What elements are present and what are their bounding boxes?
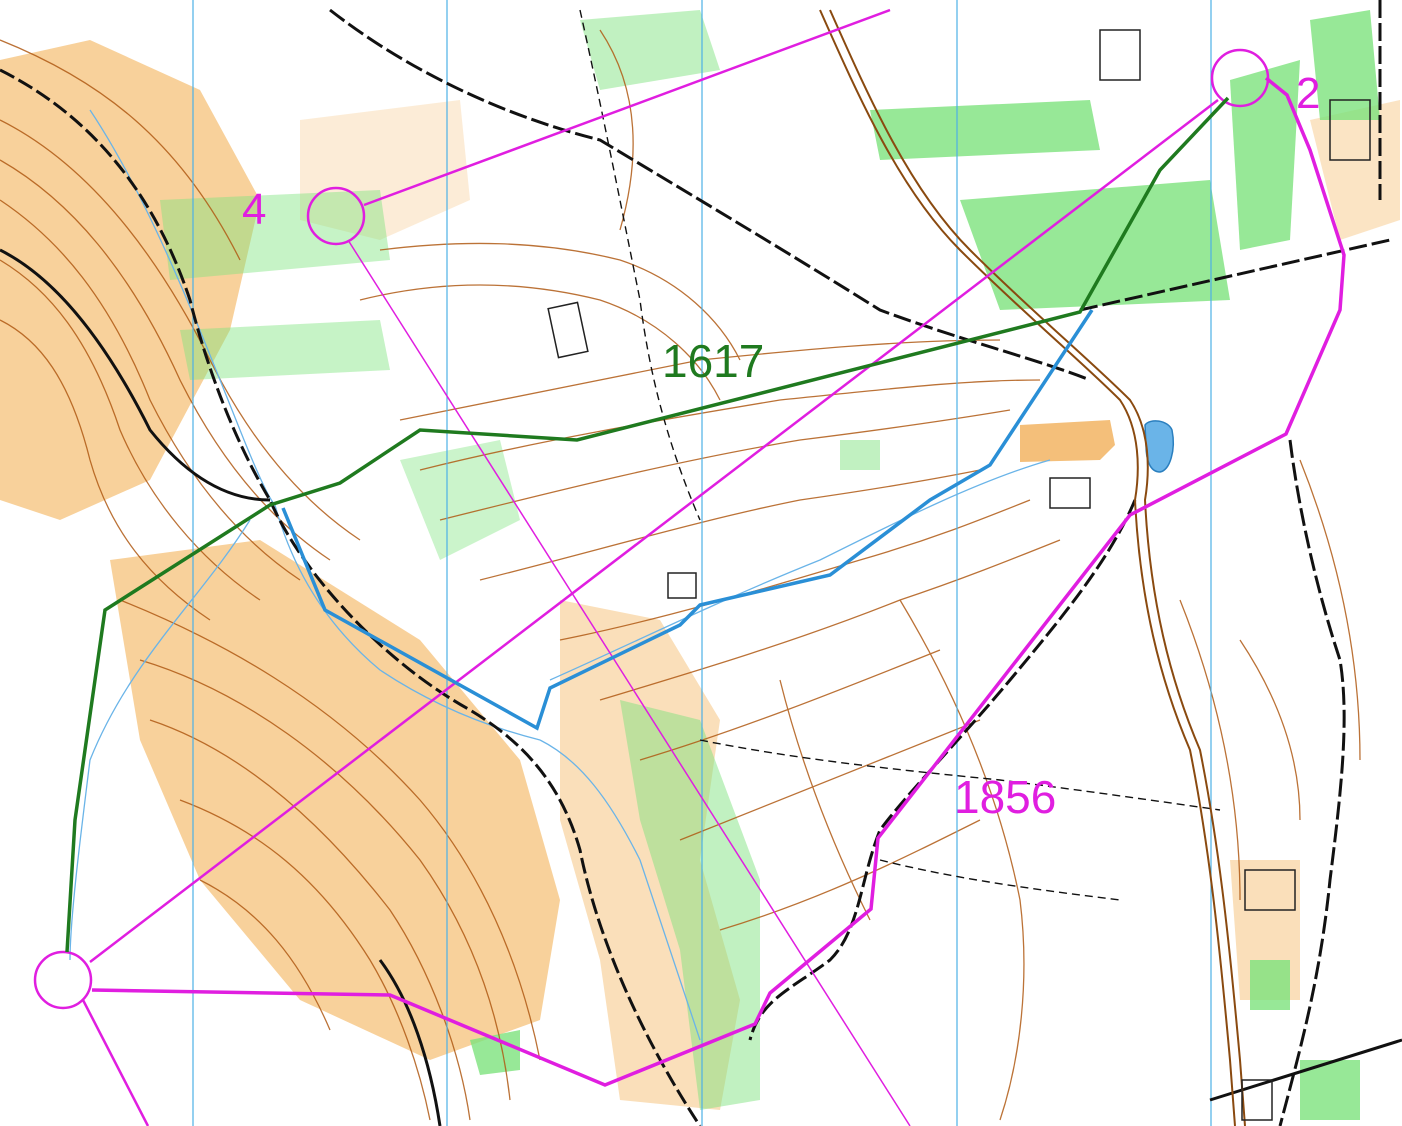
route-1856[interactable] (91, 76, 1346, 1087)
course-leg (363, 8, 891, 207)
buildings (547, 29, 1371, 1121)
course-leg (81, 999, 150, 1126)
route-blue[interactable] (281, 309, 1094, 731)
control-number-2: 2 (1296, 69, 1320, 118)
road (819, 9, 1246, 1126)
route-1617[interactable] (65, 96, 1230, 953)
route-label-1617: 1617 (662, 335, 764, 387)
course-leg (89, 99, 1219, 963)
control-circle-4 (306, 186, 366, 246)
course-legs (81, 8, 1219, 1126)
route-label-1856: 1856 (954, 771, 1056, 823)
lake (1144, 420, 1174, 473)
vegetation-areas (160, 10, 1380, 1120)
control-number-4: 4 (242, 185, 266, 234)
control-circle-start (33, 950, 93, 1010)
course-leg-thin (347, 239, 911, 1126)
north-lines (192, 0, 1212, 1126)
